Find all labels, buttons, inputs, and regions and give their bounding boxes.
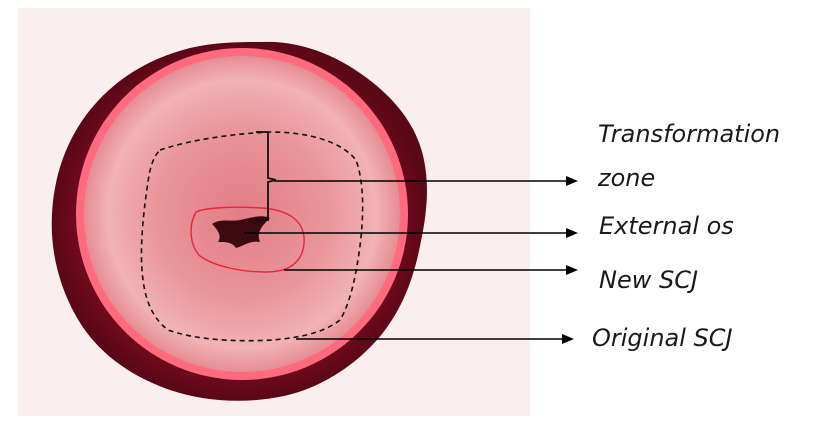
label-original-scj: Original SCJ [592,323,733,353]
label-transformation-zone-line1: Transformation [598,119,780,149]
label-new-scj: New SCJ [599,265,698,295]
label-external-os: External os [599,211,734,241]
cervix-surface [84,56,400,372]
label-transformation-zone-line2: zone [598,163,655,193]
